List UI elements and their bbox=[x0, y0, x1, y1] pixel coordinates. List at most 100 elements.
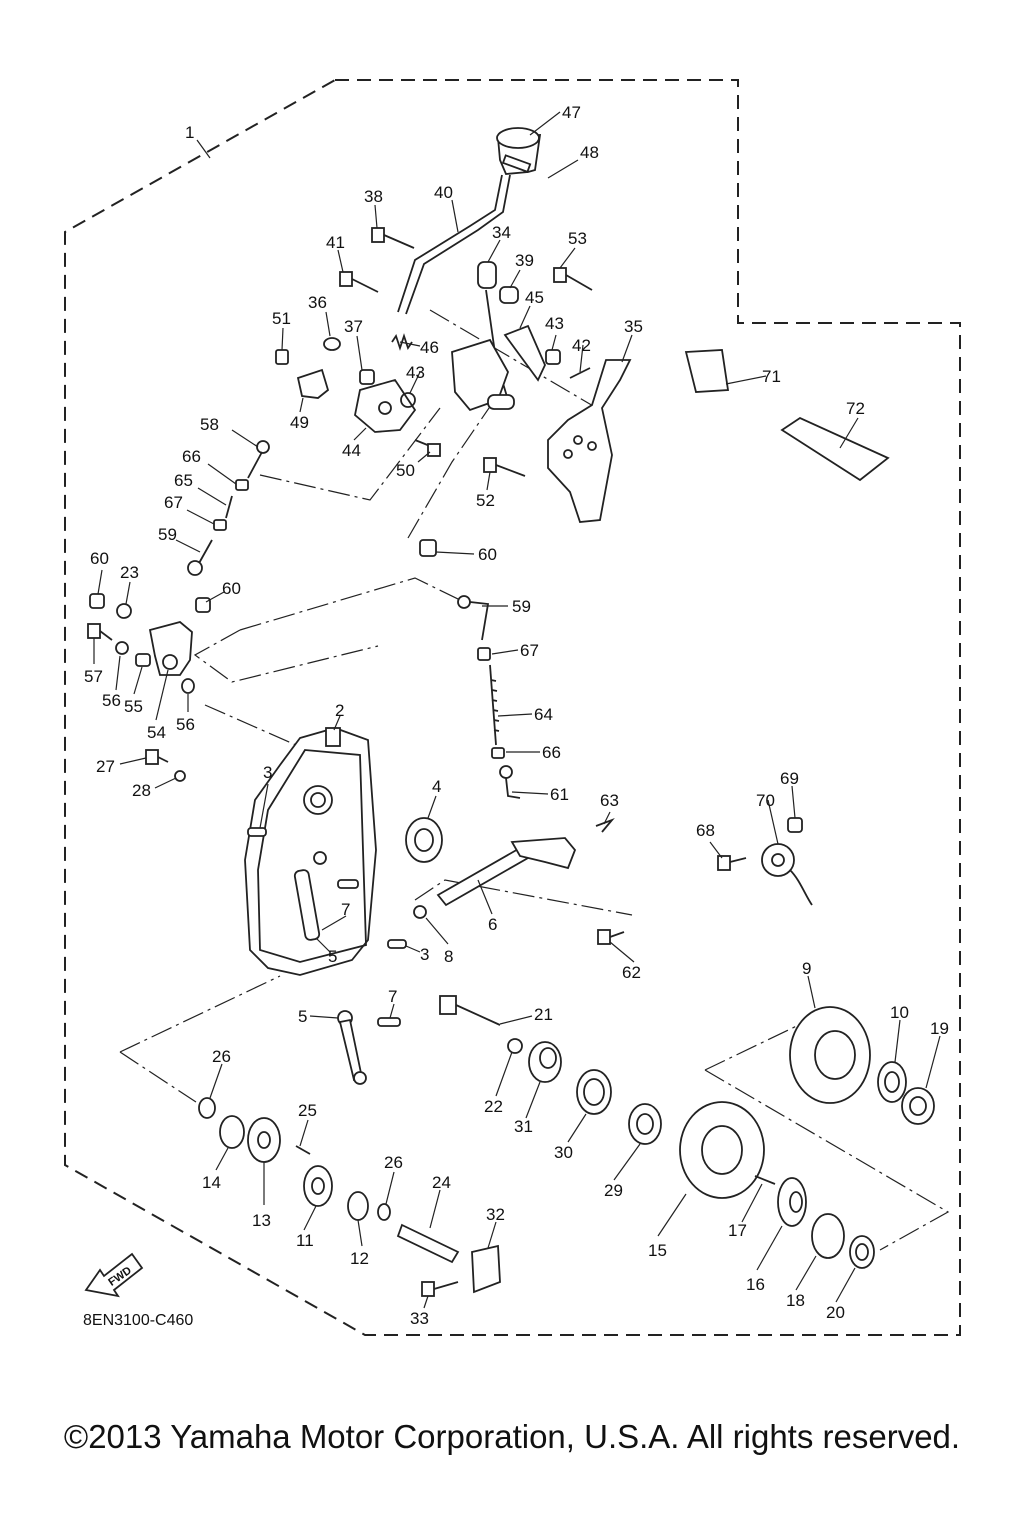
collar-55 bbox=[135, 653, 151, 667]
sprocket-15 bbox=[679, 1101, 765, 1199]
callout-33: 33 bbox=[410, 1309, 429, 1328]
gear-11 bbox=[303, 1165, 333, 1207]
collar-43-right bbox=[545, 349, 561, 365]
bearing-10 bbox=[877, 1061, 907, 1103]
sensor-70 bbox=[761, 843, 813, 906]
callout-50: 50 bbox=[396, 461, 415, 480]
collar-19 bbox=[901, 1087, 935, 1125]
diagram-code: 8EN3100-C460 bbox=[83, 1312, 193, 1329]
pin-3-lower bbox=[387, 939, 407, 949]
callout-19: 19 bbox=[930, 1019, 949, 1038]
callout-67: 67 bbox=[164, 493, 183, 512]
callout-16: 16 bbox=[746, 1275, 765, 1294]
callout-29: 29 bbox=[604, 1181, 623, 1200]
cam-31 bbox=[528, 1041, 562, 1083]
bearing-14 bbox=[219, 1115, 245, 1149]
callout-43: 43 bbox=[545, 314, 564, 333]
callout-56: 56 bbox=[102, 691, 121, 710]
nut-66-upper bbox=[235, 479, 249, 491]
bolt-50 bbox=[414, 439, 441, 457]
pin-3-upper bbox=[247, 827, 267, 837]
callout-36: 36 bbox=[308, 293, 327, 312]
rod-65 bbox=[225, 495, 233, 519]
plate-32 bbox=[471, 1244, 501, 1294]
clip-63 bbox=[595, 817, 615, 833]
callout-43: 43 bbox=[406, 363, 425, 382]
callout-21: 21 bbox=[534, 1005, 553, 1024]
callout-3: 3 bbox=[420, 945, 429, 964]
washer-26-left bbox=[198, 1097, 216, 1119]
callout-14: 14 bbox=[202, 1173, 221, 1192]
gear-13 bbox=[247, 1117, 281, 1163]
callout-4: 4 bbox=[432, 777, 441, 796]
callout-28: 28 bbox=[132, 781, 151, 800]
lever-54 bbox=[148, 621, 193, 676]
bolt-62 bbox=[597, 929, 625, 945]
callout-20: 20 bbox=[826, 1303, 845, 1322]
o-ring-28 bbox=[174, 770, 186, 782]
pin-48 bbox=[501, 154, 532, 173]
pin-42 bbox=[569, 367, 591, 379]
callout-18: 18 bbox=[786, 1291, 805, 1310]
callout-26: 26 bbox=[212, 1047, 231, 1066]
screw-25 bbox=[295, 1145, 311, 1155]
callout-66: 66 bbox=[182, 447, 201, 466]
bracket-35 bbox=[547, 359, 632, 523]
callout-8: 8 bbox=[444, 947, 453, 966]
bolt-53 bbox=[553, 267, 593, 291]
bolt-57 bbox=[87, 623, 113, 641]
gear-9 bbox=[789, 1006, 871, 1104]
bolt-52 bbox=[483, 457, 526, 477]
callout-27: 27 bbox=[96, 757, 115, 776]
callout-23: 23 bbox=[120, 563, 139, 582]
rod-end-58 bbox=[247, 440, 270, 479]
callout-38: 38 bbox=[364, 187, 383, 206]
callout-45: 45 bbox=[525, 288, 544, 307]
callout-71: 71 bbox=[762, 367, 781, 386]
callout-56: 56 bbox=[176, 715, 195, 734]
callout-67: 67 bbox=[520, 641, 539, 660]
callout-7: 7 bbox=[388, 987, 397, 1006]
callout-70: 70 bbox=[756, 791, 775, 810]
spring-30 bbox=[576, 1069, 612, 1115]
clip-36 bbox=[323, 337, 341, 351]
pin-7-upper bbox=[337, 879, 359, 889]
washer-56-left bbox=[115, 641, 129, 655]
nut-37 bbox=[359, 369, 375, 385]
label-71 bbox=[684, 349, 730, 393]
callout-17: 17 bbox=[728, 1221, 747, 1240]
callout-61: 61 bbox=[550, 785, 569, 804]
washer-26-right bbox=[377, 1203, 391, 1221]
callout-34: 34 bbox=[492, 223, 511, 242]
bracket-44 bbox=[354, 378, 417, 433]
nut-60-left bbox=[89, 593, 105, 609]
bolt-33 bbox=[421, 1281, 459, 1297]
shift-lever bbox=[397, 174, 511, 315]
washer-56-right bbox=[181, 678, 195, 694]
callout-68: 68 bbox=[696, 821, 715, 840]
callout-12: 12 bbox=[350, 1249, 369, 1268]
callout-72: 72 bbox=[846, 399, 865, 418]
callout-numbers: 1 2 3 3 4 5 5 6 7 7 8 9 10 11 12 13 14 1… bbox=[84, 103, 949, 1328]
rod-end-59-right bbox=[457, 595, 490, 641]
callout-66: 66 bbox=[542, 743, 561, 762]
washer-43-left bbox=[400, 392, 416, 408]
sleeve-29 bbox=[628, 1103, 662, 1145]
callout-35: 35 bbox=[624, 317, 643, 336]
nut-60-upper bbox=[419, 539, 437, 557]
callout-26: 26 bbox=[384, 1153, 403, 1172]
callout-47: 47 bbox=[562, 103, 581, 122]
callout-57: 57 bbox=[84, 667, 103, 686]
callout-64: 64 bbox=[534, 705, 553, 724]
washer-20 bbox=[849, 1235, 875, 1269]
nut-69 bbox=[787, 817, 803, 833]
callout-46: 46 bbox=[420, 338, 439, 357]
rod-end-61 bbox=[499, 765, 521, 799]
callout-65: 65 bbox=[174, 471, 193, 490]
callout-2: 2 bbox=[335, 701, 344, 720]
callout-15: 15 bbox=[648, 1241, 667, 1260]
callout-11: 11 bbox=[296, 1231, 314, 1250]
bearing-12 bbox=[347, 1191, 369, 1221]
assembly-boundary bbox=[64, 79, 961, 1336]
